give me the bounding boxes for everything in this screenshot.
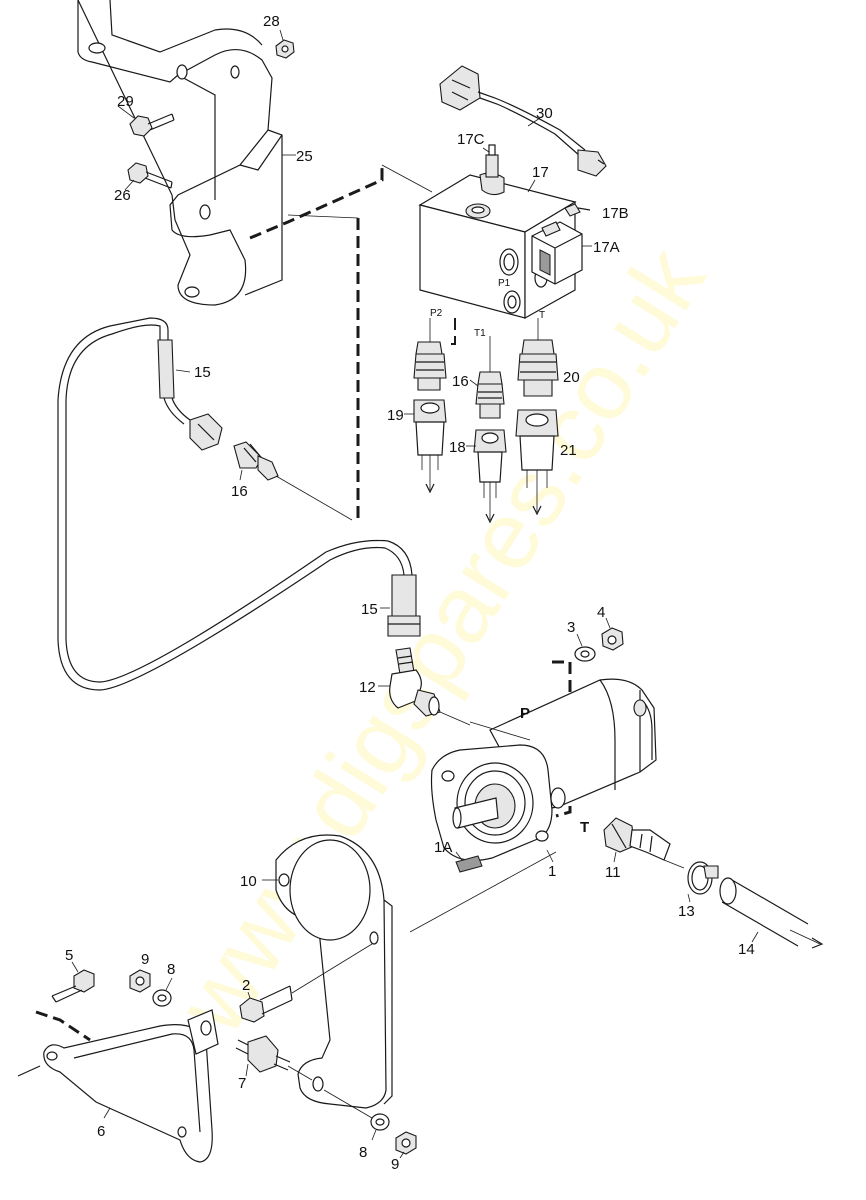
label-4: 4 xyxy=(597,604,605,621)
label-1a: 1A xyxy=(434,839,452,856)
label-14: 14 xyxy=(738,941,755,958)
port-t: T xyxy=(539,310,545,321)
fitting-11 xyxy=(603,817,685,869)
label-15b: 15 xyxy=(361,601,378,618)
washer-8-lower xyxy=(323,1089,390,1141)
stud-7 xyxy=(235,1035,313,1081)
label-30: 30 xyxy=(536,105,553,122)
bolt-26 xyxy=(124,162,173,191)
label-12: 12 xyxy=(359,679,376,696)
dashed-assembly-line-4 xyxy=(35,1010,91,1042)
label-20: 20 xyxy=(563,369,580,386)
label-19: 19 xyxy=(387,407,404,424)
clamp-13 xyxy=(687,861,719,903)
port-t1: T1 xyxy=(474,328,486,339)
nut-9-lower xyxy=(395,1131,417,1159)
label-t: T xyxy=(580,819,589,836)
label-5: 5 xyxy=(65,947,73,964)
label-11: 11 xyxy=(605,864,621,881)
label-28: 28 xyxy=(263,13,280,30)
port-p2: P2 xyxy=(430,308,443,319)
label-3: 3 xyxy=(567,619,575,636)
label-2: 2 xyxy=(242,977,250,994)
key-1a xyxy=(455,855,483,873)
label-16b: 16 xyxy=(452,373,469,390)
pump-1 xyxy=(409,678,657,933)
label-10: 10 xyxy=(240,873,257,890)
valve-block-17 xyxy=(418,144,591,320)
washer-3 xyxy=(574,633,596,662)
nut-4 xyxy=(601,617,624,651)
label-17b: 17B xyxy=(602,205,629,222)
label-26: 26 xyxy=(114,187,131,204)
label-15a: 15 xyxy=(194,364,211,381)
fittings-16-18 xyxy=(473,336,507,524)
hose-14 xyxy=(719,877,824,949)
label-9a: 9 xyxy=(141,951,149,968)
label-8b: 8 xyxy=(359,1144,367,1161)
label-9b: 9 xyxy=(391,1156,399,1173)
bolt-5 xyxy=(51,961,95,1003)
label-21: 21 xyxy=(560,442,577,459)
bracket-6 xyxy=(17,1009,219,1163)
bracket-25 xyxy=(77,0,283,306)
label-8a: 8 xyxy=(167,961,175,978)
port-p1: P1 xyxy=(498,278,511,289)
mounting-plate-10 xyxy=(262,834,393,1109)
nut-9-upper xyxy=(129,969,151,993)
label-p: P xyxy=(520,705,530,722)
washer-8-upper xyxy=(152,989,172,1007)
label-7: 7 xyxy=(238,1075,246,1092)
label-17: 17 xyxy=(532,164,549,181)
fittings-20-21 xyxy=(515,318,559,516)
label-29: 29 xyxy=(117,93,134,110)
nut-28 xyxy=(275,29,295,59)
fittings-16-19 xyxy=(413,318,447,494)
label-1: 1 xyxy=(548,863,556,880)
label-25: 25 xyxy=(296,148,313,165)
label-17c: 17C xyxy=(457,131,485,148)
dashed-assembly-line-1 xyxy=(249,165,384,240)
label-18: 18 xyxy=(449,439,466,456)
elbow-fitting-12 xyxy=(389,647,471,726)
label-6: 6 xyxy=(97,1123,105,1140)
label-13: 13 xyxy=(678,903,695,920)
bolt-2 xyxy=(239,943,373,1023)
label-17a: 17A xyxy=(593,239,620,256)
cable-30 xyxy=(439,65,607,177)
label-16a: 16 xyxy=(231,483,248,500)
bolt-29 xyxy=(117,105,175,137)
hose-15 xyxy=(57,317,421,691)
